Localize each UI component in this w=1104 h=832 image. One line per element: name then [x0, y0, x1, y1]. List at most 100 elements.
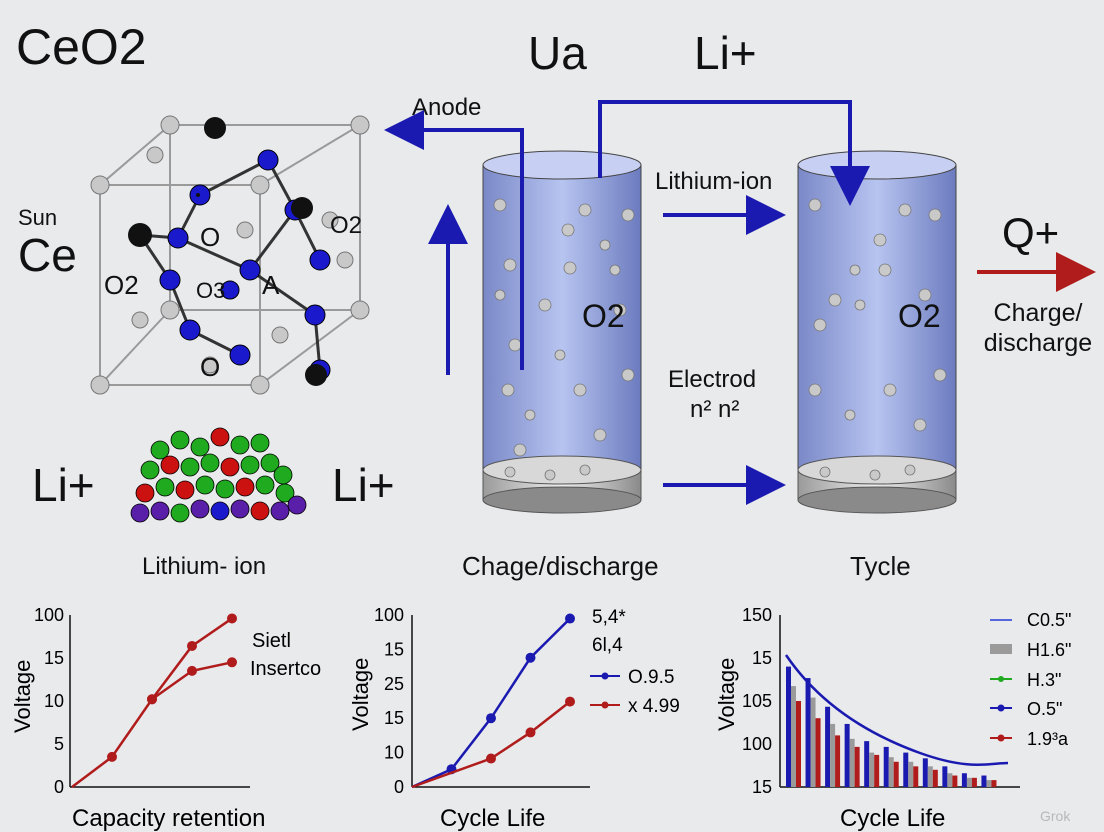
chart3-ylabel: Voltage — [714, 658, 739, 731]
chart3-bar — [786, 666, 791, 787]
chart3-ytick: 105 — [742, 691, 772, 711]
chart3-bar — [947, 773, 953, 787]
chart3-bar — [893, 761, 899, 787]
cylinder-1 — [482, 150, 642, 514]
chart3-bar — [981, 775, 987, 787]
chart1-legend-insertco: Insertco — [250, 658, 321, 680]
li-plus-left: Li+ — [32, 459, 95, 511]
chart2-point — [565, 696, 575, 707]
chart3-bar — [942, 766, 948, 787]
ceo2-title: CeO2 — [16, 19, 147, 75]
chart1-point — [107, 751, 117, 762]
o3-label: O3 — [196, 278, 226, 303]
charge-discharge-right: Charge/ discharge — [983, 299, 1093, 357]
ceo2-crystal — [90, 115, 370, 395]
chart2-legend-a: O.9.5 — [628, 667, 674, 688]
chart3-bar — [922, 758, 928, 787]
chart3-legend-h3: H.3" — [1027, 670, 1061, 690]
chart3-bar — [932, 769, 938, 787]
chart3-ytick: 15 — [752, 777, 772, 797]
chart3-bar — [966, 777, 972, 787]
chart1-point — [227, 613, 237, 624]
chart3-bar — [796, 701, 801, 787]
chart2-ytick: 25 — [384, 674, 404, 694]
chart3-bar — [961, 773, 967, 787]
chart2-legend-b: x 4.99 — [628, 696, 680, 717]
chart3-legend-c05: C0.5" — [1027, 610, 1071, 630]
chart3-bar — [830, 723, 836, 787]
li-plus-top: Li+ — [694, 27, 757, 79]
n2-n2-label: n² n² — [690, 396, 740, 423]
chart3-bar — [869, 752, 875, 787]
chart3-bar — [908, 761, 914, 787]
chart3-legend-o5: O.5" — [1027, 699, 1062, 719]
o-label-a: O — [200, 222, 221, 252]
chart1-xlabel: Capacity retention — [72, 805, 265, 832]
chart2-ylabel: Voltage — [348, 658, 373, 731]
lithium-ion-cluster-label: Lithium- ion — [142, 553, 267, 580]
chart3-bar — [883, 746, 889, 787]
chart3-xlabel: Cycle Life — [840, 805, 945, 832]
q-plus-label: Q+ — [1002, 209, 1060, 256]
chart2-ytick: 100 — [374, 605, 404, 625]
chart3-bar — [986, 780, 992, 787]
a-label: A — [262, 270, 280, 300]
chart3-bar — [844, 723, 850, 787]
chart1-point — [187, 665, 197, 676]
chart3-bar — [903, 752, 909, 787]
chart1-ylabel: Voltage — [10, 660, 35, 733]
chart1-ytick: 100 — [34, 605, 64, 625]
chart3-bar — [791, 686, 796, 787]
chart2-series-line — [411, 700, 571, 789]
cell-diagram — [384, 100, 1096, 514]
chart3-bar — [913, 766, 919, 787]
chart2-xlabel: Cycle Life — [440, 805, 545, 832]
chart3-bar — [888, 757, 894, 787]
chart3-legend-h16: H1.6" — [1027, 640, 1071, 660]
grok-watermark: Grok — [1040, 808, 1071, 824]
chart2-point — [486, 713, 496, 724]
chart1-ytick: 15 — [44, 648, 64, 668]
chart3-bar — [835, 735, 841, 787]
chart3-bar — [849, 738, 855, 787]
chart3-bar — [825, 706, 831, 787]
ua-label: Ua — [528, 27, 587, 79]
lithium-ion-arrow-label: Lithium-ion — [655, 168, 773, 195]
chart3-bar — [952, 775, 958, 787]
chart2-ytick: 10 — [384, 743, 404, 763]
chart2-point — [486, 753, 496, 764]
chart1-point — [187, 640, 197, 651]
o-label-b: O — [200, 352, 221, 382]
lithium-ion-cluster — [130, 427, 307, 523]
chart3-bar — [991, 780, 997, 787]
chart3-bar — [854, 746, 860, 787]
o2-cylinder-2: O2 — [898, 298, 941, 334]
chart1-point — [227, 657, 237, 668]
chart1-ytick: 5 — [54, 734, 64, 754]
o2-label-b: O2 — [104, 270, 139, 300]
o2-label-a: O2 — [330, 212, 363, 239]
chart3-ytick: 150 — [742, 605, 772, 625]
chart3-bar — [874, 754, 880, 787]
chart2-legend-text-b: 6l,4 — [592, 635, 623, 656]
chart2-point — [525, 727, 536, 738]
chart3-legend: C0.5" H1.6" H.3" O.5" 1.9³a — [990, 610, 1071, 749]
chart3-bar — [864, 741, 870, 787]
chart1-ytick: 0 — [54, 777, 64, 797]
chart3-bar — [810, 697, 816, 787]
chart3-bar — [815, 718, 821, 787]
li-plus-middle: Li+ — [332, 459, 395, 511]
chart3-bar — [971, 777, 977, 787]
sun-label: Sun — [18, 205, 58, 230]
chart3-legend-19a: 1.9³a — [1027, 729, 1069, 749]
tycle-label: Tycle — [850, 551, 911, 581]
chart2-point — [525, 652, 536, 663]
chart1-ytick: 10 — [44, 691, 64, 711]
chart3-bar — [805, 678, 811, 787]
chart2-ytick: 15 — [384, 708, 404, 728]
ce-label: Ce — [18, 229, 77, 281]
chage-discharge-label: Chage/discharge — [462, 551, 659, 581]
chart1-legend-sietl: Sietl — [252, 630, 291, 652]
